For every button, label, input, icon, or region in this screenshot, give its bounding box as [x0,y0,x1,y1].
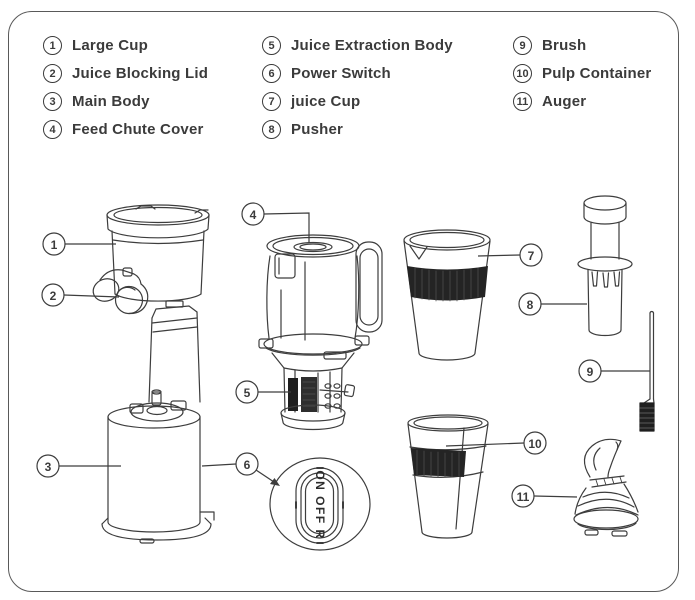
legend-item: 2 Juice Blocking Lid [43,64,208,83]
callout-6: 6 [201,452,280,486]
legend-number-circle: 2 [43,64,62,83]
legend-number-circle: 5 [262,36,281,55]
legend-label: Large Cup [72,37,148,54]
callout-1: 1 [42,232,116,256]
legend-item: 3 Main Body [43,92,208,111]
legend-number-circle: 10 [513,64,532,83]
callout-7: 7 [477,243,543,267]
legend-item: 1 Large Cup [43,36,208,55]
legend-label: Main Body [72,93,150,110]
svg-text:7: 7 [528,249,535,263]
legend-number-circle: 4 [43,120,62,139]
callout-2: 2 [41,283,120,307]
legend-label: Brush [542,37,587,54]
legend-item: 7 juice Cup [262,92,453,111]
part-juice-cup [403,229,491,361]
legend-label: Pulp Container [542,65,652,82]
legend-number-circle: 11 [513,92,532,111]
callout-3: 3 [36,454,121,478]
callout-5: 5 [235,380,291,404]
legend-item: 11 Auger [513,92,651,111]
legend-label: Juice Extraction Body [291,37,453,54]
legend-column-2: 5 Juice Extraction Body 6 Power Switch 7… [262,36,453,139]
legend-item: 10 Pulp Container [513,64,651,83]
legend-label: juice Cup [291,93,361,110]
legend-item: 9 Brush [513,36,651,55]
svg-text:6: 6 [244,458,251,472]
callout-9: 9 [578,359,650,383]
legend-number-circle: 6 [262,64,281,83]
callout-8: 8 [518,292,587,316]
legend-label: Pusher [291,121,344,138]
parts-legend: 1 Large Cup 2 Juice Blocking Lid 3 Main … [0,36,695,156]
part-auger [573,438,639,537]
legend-label: Auger [542,93,587,110]
legend-column-1: 1 Large Cup 2 Juice Blocking Lid 3 Main … [43,36,208,139]
legend-label: Power Switch [291,65,391,82]
legend-label: Feed Chute Cover [72,121,204,138]
legend-item: 5 Juice Extraction Body [262,36,453,55]
svg-text:11: 11 [517,490,530,504]
part-drive-coupling [129,389,187,422]
part-pusher [577,195,633,337]
part-juice-extraction-body [258,234,383,431]
power-switch-label: ON OFF R [313,470,327,539]
part-power-switch-detail: ON OFF R [269,457,371,551]
callout-4: 4 [241,202,310,243]
callout-10: 10 [445,431,547,455]
svg-text:4: 4 [250,208,257,222]
svg-text:1: 1 [51,238,58,252]
legend-item: 6 Power Switch [262,64,453,83]
legend-item: 4 Feed Chute Cover [43,120,208,139]
callout-11: 11 [511,484,578,508]
part-feed-chute-tube [148,300,201,403]
legend-number-circle: 9 [513,36,532,55]
part-brush [639,310,655,432]
legend-item: 8 Pusher [262,120,453,139]
svg-text:5: 5 [244,386,251,400]
part-pulp-container [407,414,489,539]
legend-number-circle: 1 [43,36,62,55]
legend-column-3: 9 Brush 10 Pulp Container 11 Auger [513,36,651,111]
part-juice-blocking-lid [92,267,149,315]
svg-text:2: 2 [50,289,57,303]
svg-text:8: 8 [527,298,534,312]
part-main-body [101,405,215,544]
svg-text:10: 10 [528,437,542,451]
legend-label: Juice Blocking Lid [72,65,209,82]
legend-number-circle: 3 [43,92,62,111]
legend-number-circle: 8 [262,120,281,139]
svg-text:9: 9 [587,365,594,379]
part-large-cup [106,204,210,302]
legend-number-circle: 7 [262,92,281,111]
svg-text:3: 3 [45,460,52,474]
